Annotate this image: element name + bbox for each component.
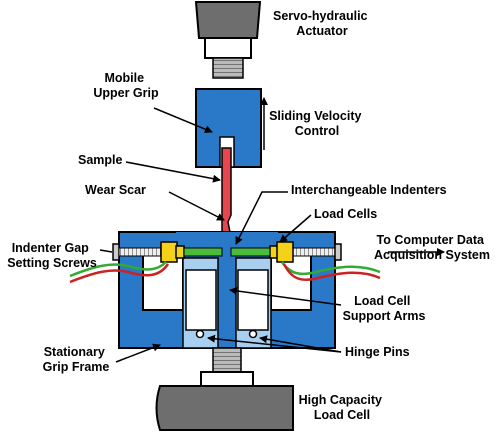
hinge-pin-left bbox=[195, 329, 205, 339]
label-wear-scar: Wear Scar bbox=[85, 183, 146, 197]
high-capacity-load-cell bbox=[155, 347, 294, 431]
label-support-arms: Load Cell Support Arms bbox=[343, 294, 426, 323]
label-hinge-pins: Hinge Pins bbox=[345, 345, 410, 359]
hinge-pin-right bbox=[248, 329, 258, 339]
signal-wires bbox=[69, 261, 381, 284]
label-load-cells: Load Cells bbox=[314, 207, 377, 221]
label-indenters: Interchangeable Indenters bbox=[291, 183, 447, 197]
label-gap-screws: Indenter Gap Setting Screws bbox=[7, 241, 97, 270]
annotation-arrows bbox=[99, 97, 445, 363]
label-upper-grip: Mobile Upper Grip bbox=[93, 71, 159, 100]
interchangeable-indenters bbox=[183, 247, 271, 257]
load-cells bbox=[160, 241, 294, 263]
label-daq: To Computer Data Acquisition System bbox=[374, 233, 490, 262]
label-velocity: Sliding Velocity Control bbox=[269, 109, 365, 138]
servo-actuator bbox=[194, 0, 262, 79]
label-sample: Sample bbox=[78, 153, 123, 167]
label-actuator: Servo-hydraulic Actuator bbox=[273, 9, 371, 38]
label-grip-frame: Stationary Grip Frame bbox=[43, 345, 110, 374]
label-high-capacity-load-cell: High Capacity Load Cell bbox=[299, 393, 386, 422]
